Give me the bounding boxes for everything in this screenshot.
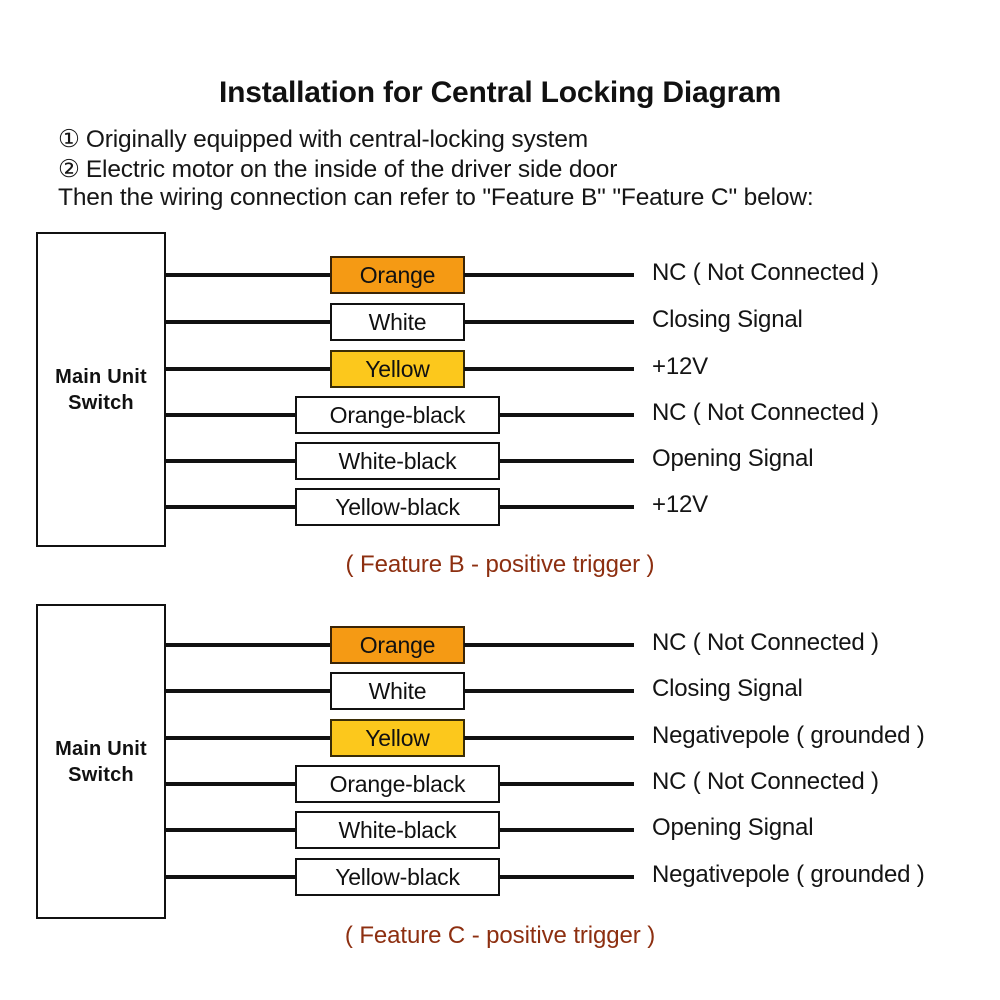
wire-chip-label: Orange bbox=[359, 261, 436, 288]
wire-chip-label: White-black bbox=[338, 816, 457, 843]
main-unit-box-b: Main Unit Switch bbox=[36, 232, 166, 547]
wire-segment-left bbox=[164, 736, 334, 740]
wire-segment-left bbox=[164, 643, 334, 647]
wire-chip-label: Yellow bbox=[365, 355, 430, 382]
wire-chip-white-black: White-black bbox=[295, 442, 500, 480]
wire-segment-right bbox=[464, 367, 634, 371]
signal-label: Closing Signal bbox=[652, 675, 803, 702]
caption-feature-b: ( Feature B - positive trigger ) bbox=[345, 551, 655, 578]
wire-segment-left bbox=[164, 689, 334, 693]
wire-chip-label: Yellow-black bbox=[335, 863, 460, 890]
signal-label: Opening Signal bbox=[652, 445, 814, 472]
signal-label: Negativepole ( grounded ) bbox=[652, 722, 925, 749]
main-unit-line1-b: Main Unit bbox=[55, 365, 147, 388]
wire-segment-left bbox=[164, 273, 334, 277]
caption-feature-c: ( Feature C - positive trigger ) bbox=[344, 922, 656, 949]
wire-segment-right bbox=[499, 782, 634, 786]
note-marker-2: ② bbox=[58, 156, 80, 183]
wire-chip-label: Orange bbox=[359, 631, 436, 658]
wire-chip-label: Yellow bbox=[365, 724, 430, 751]
wire-chip-label: Orange-black bbox=[329, 401, 466, 428]
wire-segment-left bbox=[164, 413, 299, 417]
wire-segment-right bbox=[499, 828, 634, 832]
main-unit-label-b: Main Unit Switch bbox=[55, 364, 147, 416]
wire-segment-left bbox=[164, 320, 334, 324]
wire-segment-right bbox=[499, 875, 634, 879]
page-title: Installation for Central Locking Diagram bbox=[218, 76, 782, 109]
note-text-3: Then the wiring connection can refer to … bbox=[58, 184, 814, 211]
wire-segment-right bbox=[464, 320, 634, 324]
wire-chip-white: White bbox=[330, 672, 465, 710]
signal-label: Closing Signal bbox=[652, 306, 803, 333]
wire-chip-label: White bbox=[368, 308, 427, 335]
signal-label: NC ( Not Connected ) bbox=[652, 768, 879, 795]
wire-chip-white-black: White-black bbox=[295, 811, 500, 849]
signal-label: Opening Signal bbox=[652, 814, 814, 841]
wire-segment-left bbox=[164, 782, 299, 786]
wire-chip-orange: Orange bbox=[330, 626, 465, 664]
wire-chip-orange-black: Orange-black bbox=[295, 396, 500, 434]
main-unit-line2-b: Switch bbox=[68, 391, 134, 414]
signal-label: NC ( Not Connected ) bbox=[652, 629, 879, 656]
wire-chip-white: White bbox=[330, 303, 465, 341]
wire-chip-label: White bbox=[368, 677, 427, 704]
signal-label: NC ( Not Connected ) bbox=[652, 259, 879, 286]
wire-chip-label: Yellow-black bbox=[335, 493, 460, 520]
wire-segment-left bbox=[164, 828, 299, 832]
signal-label: Negativepole ( grounded ) bbox=[652, 861, 925, 888]
wire-segment-right bbox=[464, 643, 634, 647]
wire-segment-left bbox=[164, 875, 299, 879]
header-note-3: Then the wiring connection can refer to … bbox=[58, 184, 814, 212]
wire-chip-yellow-black: Yellow-black bbox=[295, 488, 500, 526]
wire-segment-right bbox=[499, 413, 634, 417]
signal-label: +12V bbox=[652, 491, 708, 518]
wire-segment-right bbox=[464, 273, 634, 277]
wire-segment-right bbox=[464, 736, 634, 740]
main-unit-box-c: Main Unit Switch bbox=[36, 604, 166, 919]
main-unit-line2-c: Switch bbox=[68, 763, 134, 786]
note-text-2: Electric motor on the inside of the driv… bbox=[85, 156, 618, 183]
note-marker-1: ① bbox=[58, 126, 80, 153]
wire-chip-label: Orange-black bbox=[329, 770, 466, 797]
note-text-1: Originally equipped with central-locking… bbox=[85, 126, 589, 153]
wire-segment-left bbox=[164, 459, 299, 463]
wire-chip-label: White-black bbox=[338, 447, 457, 474]
wire-segment-right bbox=[499, 459, 634, 463]
main-unit-label-c: Main Unit Switch bbox=[55, 736, 147, 788]
wire-chip-yellow: Yellow bbox=[330, 350, 465, 388]
wire-segment-right bbox=[464, 689, 634, 693]
signal-label: +12V bbox=[652, 353, 708, 380]
main-unit-line1-c: Main Unit bbox=[55, 737, 147, 760]
signal-label: NC ( Not Connected ) bbox=[652, 399, 879, 426]
wire-chip-yellow: Yellow bbox=[330, 719, 465, 757]
wire-segment-right bbox=[499, 505, 634, 509]
wire-segment-left bbox=[164, 367, 334, 371]
wire-chip-yellow-black: Yellow-black bbox=[295, 858, 500, 896]
wire-chip-orange: Orange bbox=[330, 256, 465, 294]
wire-segment-left bbox=[164, 505, 299, 509]
wire-chip-orange-black: Orange-black bbox=[295, 765, 500, 803]
